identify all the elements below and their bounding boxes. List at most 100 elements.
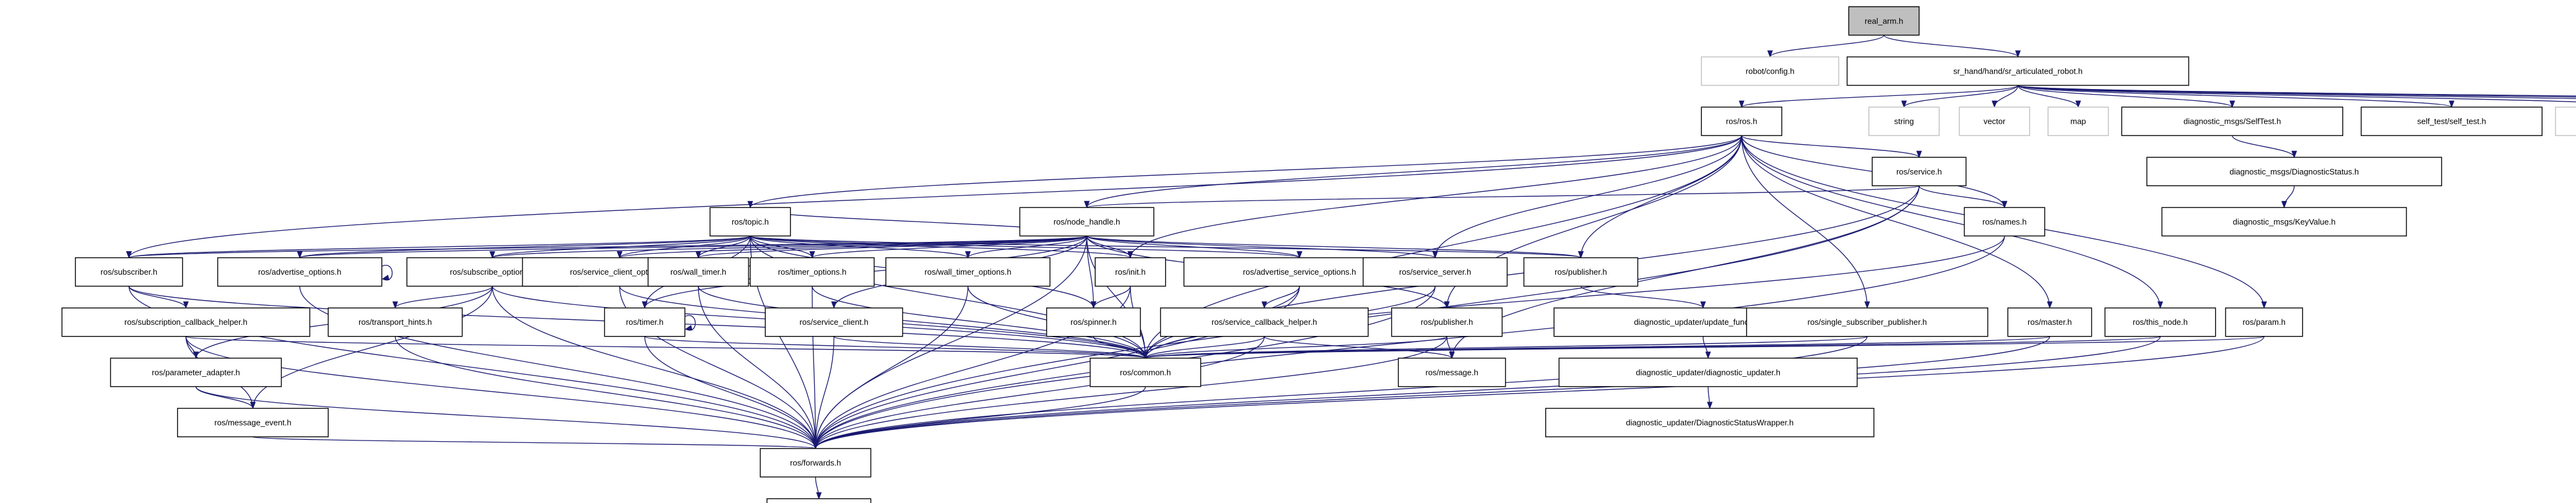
node-label-ros_ros: ros/ros.h (1726, 117, 1758, 126)
node-ros_parameter_adapter[interactable]: ros/parameter_adapter.h (110, 358, 282, 387)
node-box-ros_service_client (765, 307, 903, 337)
node-ros_timer[interactable]: ros/timer.h (604, 307, 686, 337)
node-ros_publisher_h[interactable]: ros/publisher.h (1523, 257, 1639, 287)
node-diag_status_wrapper[interactable]: diagnostic_updater/DiagnosticStatusWrapp… (1545, 408, 1875, 437)
edge-ros_node_handle-to-ros_subscribe_options-arrowhead (489, 251, 495, 259)
node-ros_subscriber[interactable]: ros/subscriber.h (75, 257, 183, 287)
edge-ros_node_handle-to-ros_wall_timer_options-arrowhead (965, 251, 971, 259)
edge-ros_ros-to-ros_service (1741, 135, 1920, 158)
node-ros_publisher[interactable]: ros/publisher.h (1391, 307, 1503, 337)
node-ros_wall_timer[interactable]: ros/wall_timer.h (648, 257, 749, 287)
node-ros_subscription_callback_helper[interactable]: ros/subscription_callback_helper.h (61, 307, 311, 337)
node-ros_master[interactable]: ros/master.h (2007, 307, 2092, 337)
node-box-ros_service_callback_helper (1160, 307, 1369, 337)
node-box-ros_spinner (1046, 307, 1141, 337)
edge-ros_topic-to-ros_common (750, 236, 1146, 358)
node-boost_smart_ptr[interactable]: boost/smart_ptr.hpp (2555, 106, 2576, 136)
node-box-ros_transport_hints (327, 307, 463, 337)
node-ros_spinner[interactable]: ros/spinner.h (1046, 307, 1141, 337)
node-ros_param[interactable]: ros/param.h (2225, 307, 2304, 337)
node-ros_single_subscriber_publisher[interactable]: ros/single_subscriber_publisher.h (1746, 307, 1988, 337)
edge-ros_ros-to-ros_this_node-arrowhead (2157, 301, 2163, 309)
edge-ros_node_handle-to-ros_subscriber (128, 235, 1088, 259)
node-label-ros_single_subscriber_publisher: ros/single_subscriber_publisher.h (1808, 317, 1927, 327)
node-box-ros_forwards (760, 448, 872, 478)
edge-sr_hand-to-map (2017, 85, 2079, 108)
edge-ros_parameter_adapter-to-ros_message_event-arrowhead (249, 402, 256, 410)
node-ros_service_callback_helper[interactable]: ros/service_callback_helper.h (1160, 307, 1369, 337)
node-box-ros_parameter_adapter (110, 358, 282, 387)
edge-ros_advertise_options-to-ros_advertise_options-arrowhead (381, 275, 390, 280)
edge-ros_common-to-ros_forwards (815, 386, 1146, 449)
node-ros_service[interactable]: ros/service.h (1871, 157, 1967, 186)
node-exceptions[interactable]: exceptions.h (766, 498, 872, 503)
node-ros_init[interactable]: ros/init.h (1095, 257, 1166, 287)
node-label-ros_master: ros/master.h (2027, 317, 2072, 327)
node-ros_wall_timer_options[interactable]: ros/wall_timer_options.h (885, 257, 1051, 287)
edge-ros_service-to-ros_node_handle (1086, 185, 1920, 209)
edge-ros_param-to-ros_common-arrowhead (1142, 351, 1148, 359)
node-label-ros_wall_timer: ros/wall_timer.h (670, 267, 726, 277)
node-ros_message[interactable]: ros/message.h (1397, 358, 1506, 387)
edge-ros_node_handle-to-ros_init (1086, 236, 1131, 258)
node-label-ros_spinner: ros/spinner.h (1070, 317, 1116, 327)
node-ros_timer_options[interactable]: ros/timer_options.h (750, 257, 875, 287)
node-robot_config[interactable]: robot/config.h (1701, 56, 1839, 86)
edge-ros_param-to-ros_common (1145, 336, 2265, 359)
node-ros_message_event[interactable]: ros/message_event.h (177, 408, 329, 437)
node-diag_updater[interactable]: diagnostic_updater/diagnostic_updater.h (1558, 358, 1858, 387)
edge-ros_advertise_service_options-to-ros_service_callback_helper-arrowhead (1261, 301, 1267, 309)
node-real_arm[interactable]: real_arm.h (1848, 6, 1920, 36)
node-sr_hand[interactable]: sr_hand/hand/sr_articulated_robot.h (1846, 56, 2190, 86)
edge-ros_param-to-ros_forwards (815, 336, 2265, 449)
node-label-ros_subscribe_options: ros/subscribe_options.h (450, 267, 535, 277)
node-diag_keyvalue[interactable]: diagnostic_msgs/KeyValue.h (2161, 207, 2407, 237)
edge-sr_hand-to-diag_selftest-arrowhead (2229, 100, 2236, 108)
edge-sr_hand-to-boost_assign (2017, 85, 2576, 97)
node-map[interactable]: map (2047, 106, 2109, 136)
node-label-string: string (1894, 117, 1914, 126)
node-vector[interactable]: vector (1959, 106, 2031, 136)
node-ros_transport_hints[interactable]: ros/transport_hints.h (327, 307, 463, 337)
node-ros_topic[interactable]: ros/topic.h (709, 207, 791, 237)
edge-ros_node_handle-to-ros_wall_timer (698, 235, 1088, 259)
node-box-diag_keyvalue (2161, 207, 2407, 237)
node-ros_common[interactable]: ros/common.h (1090, 358, 1202, 387)
node-label-ros_service: ros/service.h (1896, 167, 1942, 176)
node-box-real_arm (1848, 6, 1920, 36)
node-box-ros_subscription_callback_helper (61, 307, 311, 337)
node-ros_names[interactable]: ros/names.h (1964, 207, 2045, 237)
edge-ros_subscribe_options-to-ros_transport_hints-arrowhead (392, 301, 398, 309)
edge-ros_node_handle-to-ros_service_server (1086, 235, 1436, 259)
node-string[interactable]: string (1868, 106, 1940, 136)
node-box-ros_timer_options (750, 257, 875, 287)
edge-ros_node_handle-to-ros_service_client-arrowhead (831, 301, 837, 309)
node-ros_this_node[interactable]: ros/this_node.h (2104, 307, 2216, 337)
edge-real_arm-to-robot_config-arrowhead (1767, 50, 1773, 58)
node-ros_advertise_options[interactable]: ros/advertise_options.h (217, 257, 383, 287)
edge-sr_hand-to-boost_smart_ptr (2017, 85, 2576, 103)
node-ros_service_server[interactable]: ros/service_server.h (1363, 257, 1508, 287)
edge-ros_ros-to-ros_single_subscriber_publisher-arrowhead (1864, 301, 1870, 309)
edge-ros_this_node-to-ros_forwards (815, 336, 2161, 449)
node-ros_ros[interactable]: ros/ros.h (1701, 106, 1782, 136)
node-box-string (1868, 106, 1940, 136)
edge-ros_service-to-ros_names-arrowhead (2001, 200, 2008, 209)
node-self_test[interactable]: self_test/self_test.h (2361, 106, 2543, 136)
node-ros_node_handle[interactable]: ros/node_handle.h (1019, 207, 1155, 237)
node-label-diag_status_wrapper: diagnostic_updater/DiagnosticStatusWrapp… (1626, 418, 1793, 428)
node-ros_service_client[interactable]: ros/service_client.h (765, 307, 903, 337)
node-label-ros_service_callback_helper: ros/service_callback_helper.h (1212, 317, 1317, 327)
node-label-ros_publisher_h: ros/publisher.h (1555, 267, 1607, 277)
node-diag_selftest[interactable]: diagnostic_msgs/SelfTest.h (2121, 106, 2343, 136)
node-ros_forwards[interactable]: ros/forwards.h (760, 448, 872, 478)
node-label-ros_timer_options: ros/timer_options.h (778, 267, 847, 277)
edge-sr_hand-to-string-arrowhead (1901, 100, 1907, 108)
edge-real_arm-to-robot_config (1769, 35, 1884, 58)
edge-ros_init-to-ros_spinner-arrowhead (1090, 301, 1096, 309)
edge-ros_node_handle-to-ros_publisher_h-arrowhead (1577, 251, 1584, 259)
edge-ros_topic-to-ros_publisher_h (750, 235, 1582, 259)
edge-ros_topic-to-ros_init (750, 235, 1131, 259)
node-box-ros_param (2225, 307, 2304, 337)
node-diag_status[interactable]: diagnostic_msgs/DiagnosticStatus.h (2146, 157, 2442, 186)
